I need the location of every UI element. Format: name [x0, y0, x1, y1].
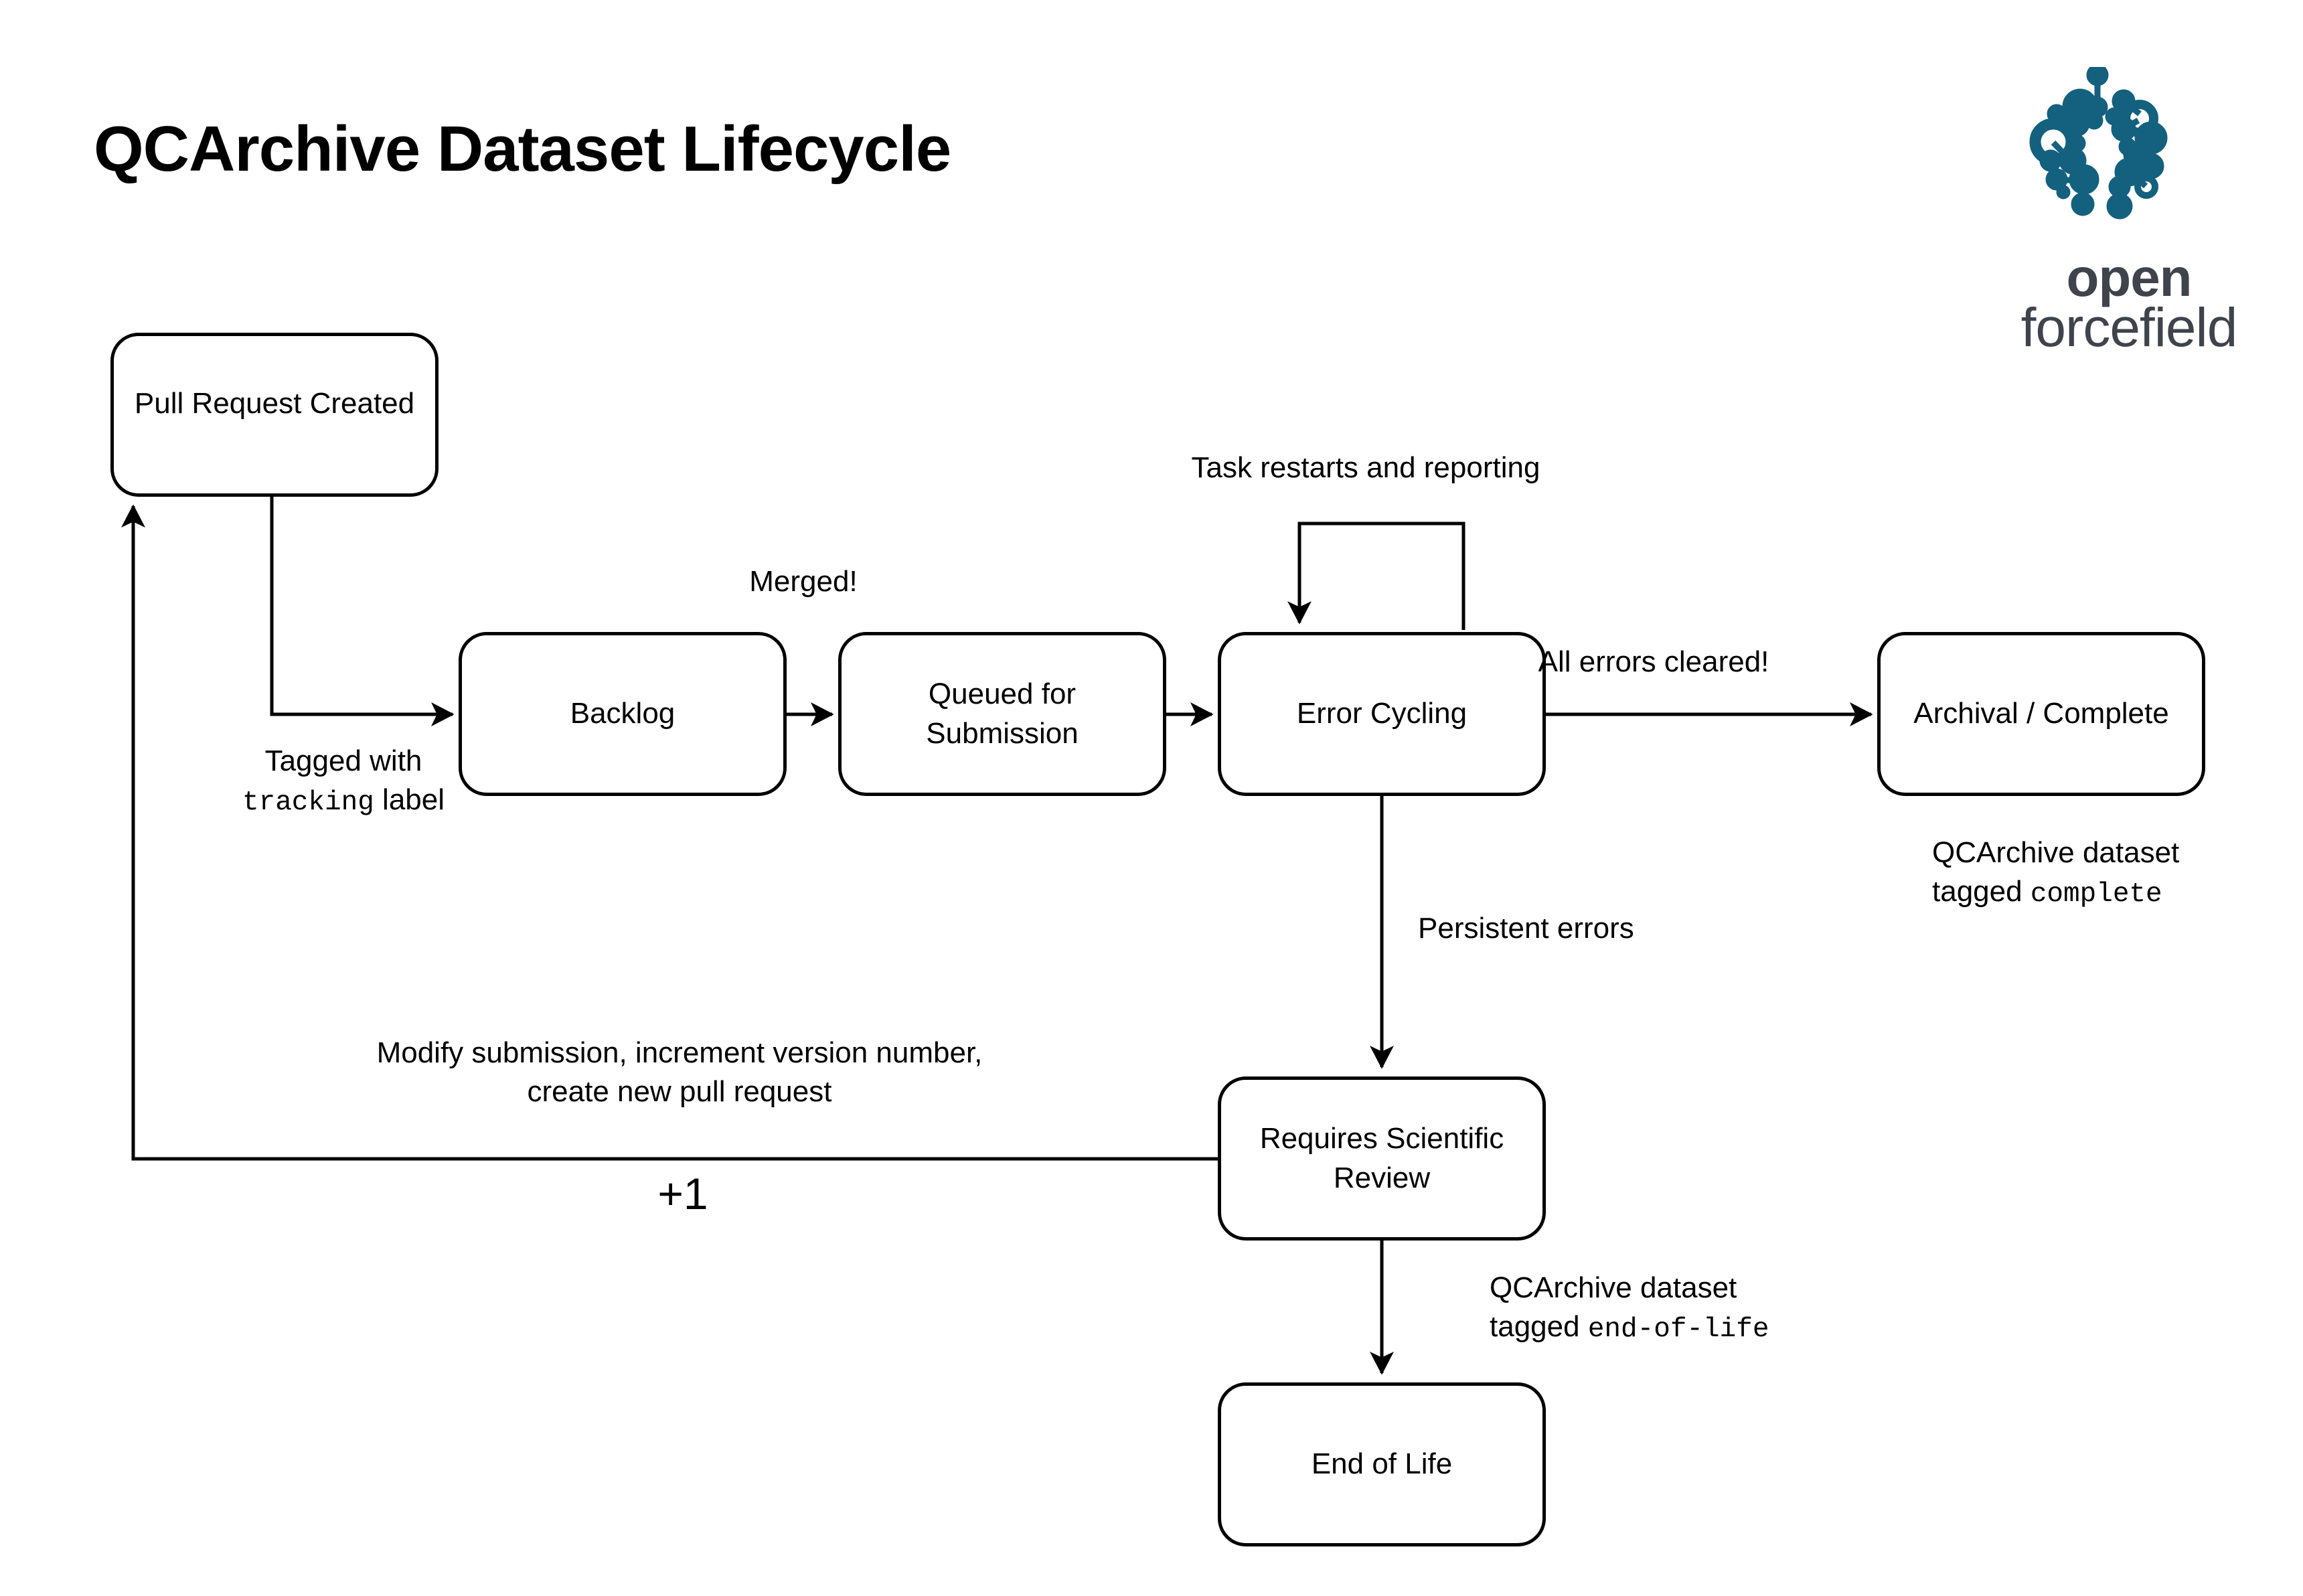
edge-label-text: +1	[657, 1169, 708, 1218]
node-label: End of Life	[1311, 1447, 1453, 1481]
edge-error-cycling-self-loop	[1287, 522, 1465, 630]
logo-wordmark: open forcefield	[2002, 251, 2256, 355]
edge-label-modify-submission: Modify submission, increment version num…	[264, 1034, 1095, 1111]
note-line2: tagged end-of-life	[1490, 1307, 1905, 1348]
node-archival-complete[interactable]: Archival / Complete	[1877, 632, 2205, 796]
tracking-tag-suffix: label	[374, 783, 445, 817]
edge-label-tagged-with-tracking: Tagged with tracking label	[230, 742, 457, 821]
note-line1: QCArchive dataset	[1932, 836, 2180, 869]
node-requires-scientific-review[interactable]: Requires Scientific Review	[1218, 1076, 1546, 1241]
node-label: Backlog	[570, 697, 676, 730]
open-forcefield-logo: open forcefield	[2002, 67, 2256, 362]
node-label-line2: Submission	[926, 716, 1079, 750]
edge-label-persistent-errors: Persistent errors	[1418, 909, 1779, 948]
edge-label-text: Persistent errors	[1418, 912, 1634, 945]
node-pull-request-created[interactable]: Pull Request Created	[110, 333, 439, 497]
node-label: Archival / Complete	[1913, 697, 2169, 730]
logo-wordmark-forcefield: forcefield	[2020, 297, 2238, 358]
node-backlog[interactable]: Backlog	[459, 632, 787, 796]
open-forcefield-molecular-network-logo	[2029, 67, 2168, 220]
note-line2-prefix: tagged	[1932, 875, 2031, 908]
note-line2: tagged complete	[1932, 872, 2303, 912]
edge-label-line1: Modify submission, increment version num…	[376, 1036, 983, 1069]
node-error-cycling[interactable]: Error Cycling	[1218, 632, 1546, 796]
edge-review-to-pr	[121, 504, 1218, 1161]
page-title: QCArchive Dataset Lifecycle	[94, 113, 951, 185]
edge-label-merged: Merged!	[723, 562, 884, 601]
edge-label-task-restarts-and-reporting: Task restarts and reporting	[1158, 449, 1573, 487]
tracking-tag-text: tracking	[242, 787, 374, 819]
node-label: Pull Request Created	[134, 387, 415, 420]
note-line1: QCArchive dataset	[1490, 1271, 1737, 1304]
note-archival-tag: QCArchive dataset tagged complete	[1932, 833, 2303, 912]
edge-label-all-errors-cleared: All errors cleared!	[1459, 643, 1848, 682]
node-queued-for-submission[interactable]: Queued for Submission	[838, 632, 1166, 796]
note-line2-prefix: tagged	[1490, 1310, 1588, 1344]
node-label: Error Cycling	[1296, 697, 1467, 730]
edge-label-line2: tracking label	[230, 781, 457, 821]
edge-label-line2: create new pull request	[527, 1075, 832, 1109]
complete-tag-text: complete	[2030, 879, 2162, 910]
node-label-line1: Queued for	[928, 677, 1077, 711]
edge-label-plus-one: +1	[616, 1165, 750, 1223]
edge-label-text: Merged!	[749, 565, 858, 598]
edge-label-text: Task restarts and reporting	[1191, 451, 1540, 484]
edge-label-line1: Tagged with	[264, 744, 422, 777]
node-end-of-life[interactable]: End of Life	[1218, 1382, 1546, 1546]
node-label: Queued for Submission	[926, 675, 1078, 752]
logo-wordmark-open: open	[2066, 248, 2192, 307]
note-end-of-life-tag: QCArchive dataset tagged end-of-life	[1490, 1269, 1905, 1348]
node-label: Requires Scientific Review	[1260, 1119, 1504, 1197]
node-label-line2: Review	[1333, 1161, 1431, 1194]
edge-label-text: All errors cleared!	[1538, 645, 1769, 678]
end-of-life-tag-text: end-of-life	[1587, 1314, 1769, 1346]
node-label-line1: Requires Scientific	[1259, 1122, 1504, 1155]
edge-pr-to-backlog	[270, 497, 455, 726]
